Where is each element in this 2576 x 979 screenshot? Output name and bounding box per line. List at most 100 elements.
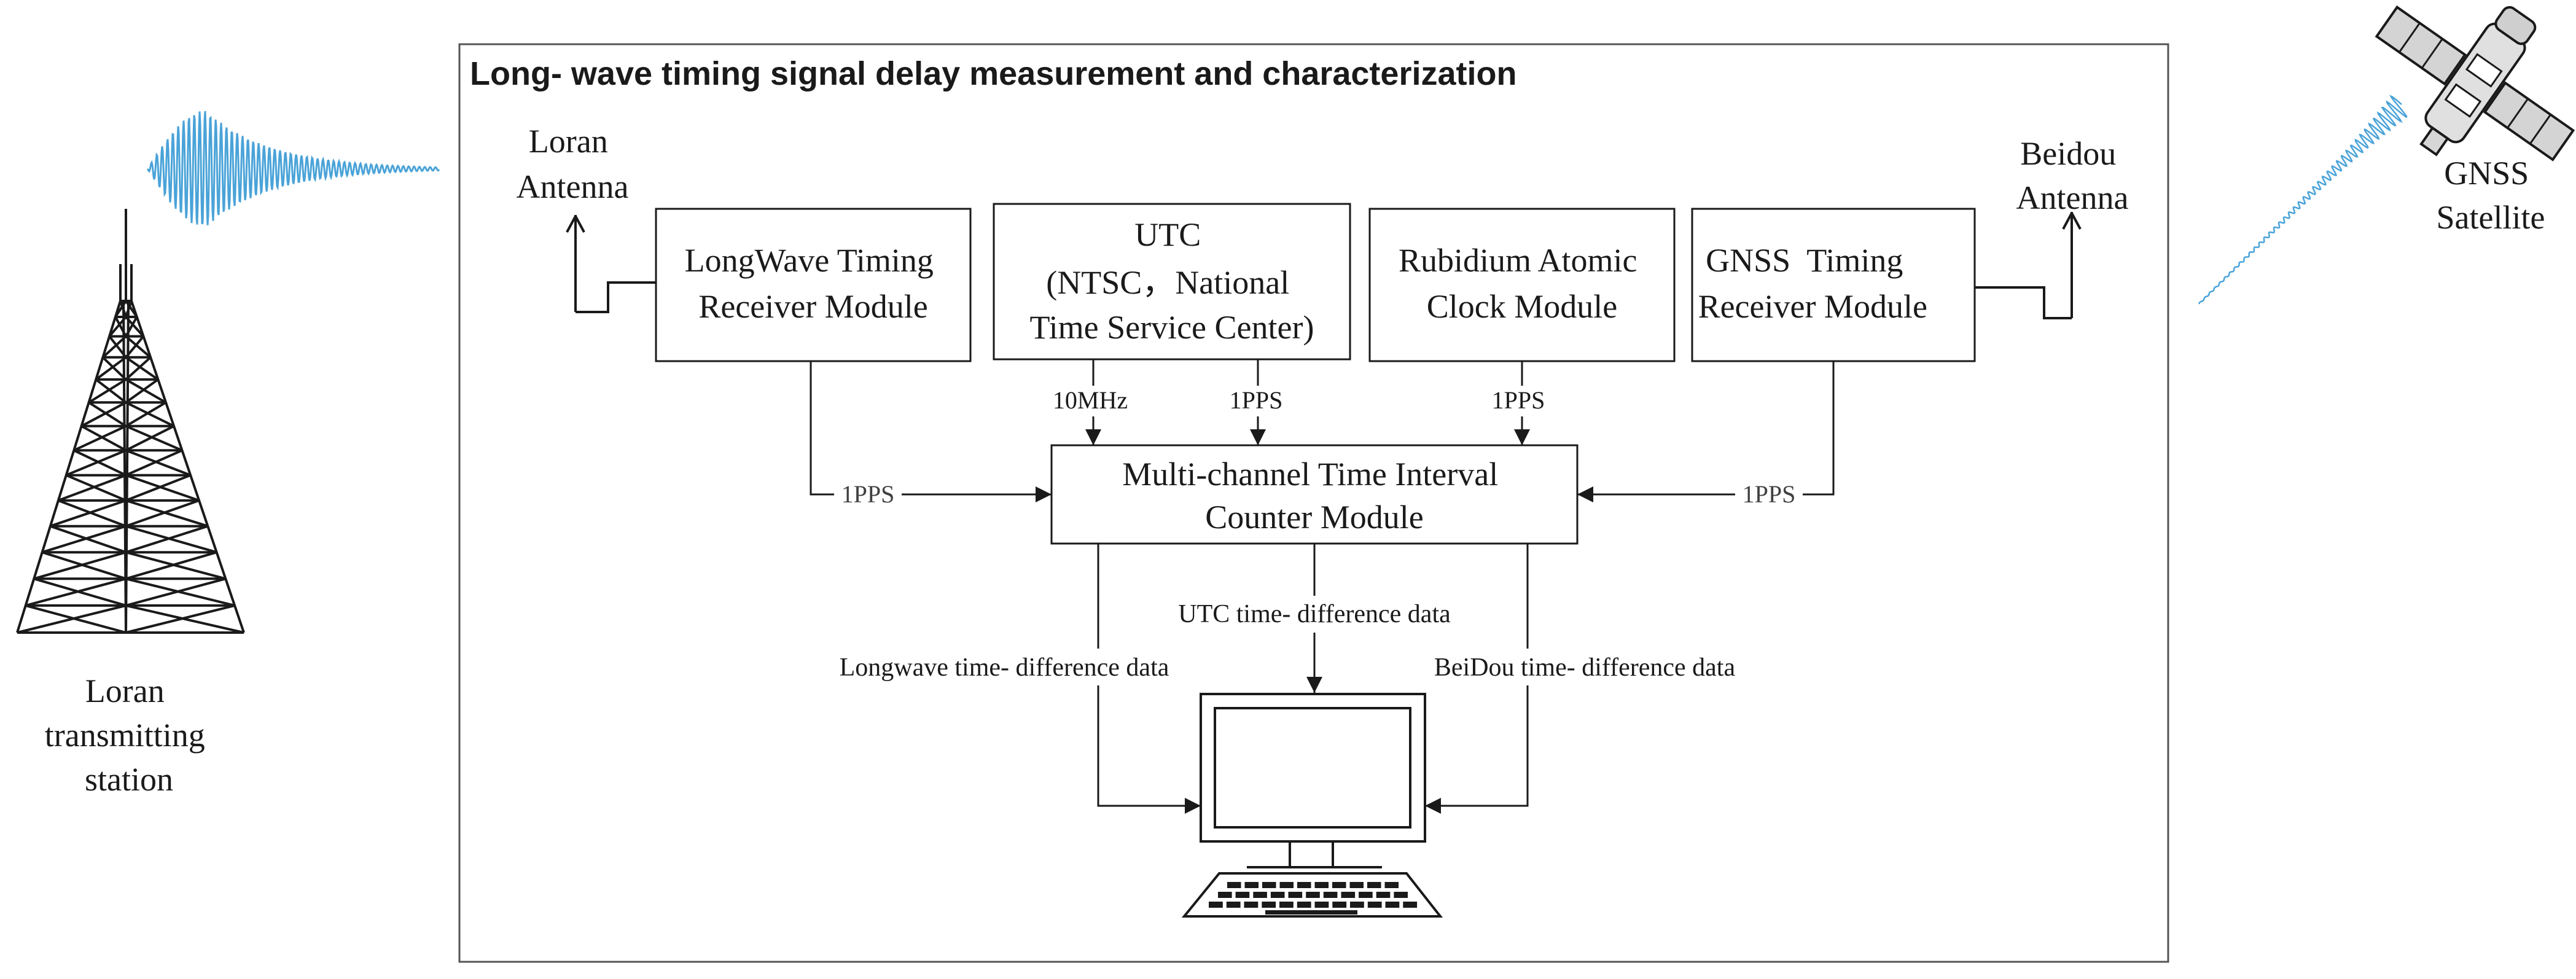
tower-strut <box>58 499 127 528</box>
keyboard-key <box>1218 892 1232 898</box>
beidou-antenna-label: Beidou Antenna <box>2016 135 2129 216</box>
tower-strut <box>95 378 127 404</box>
svg-text:Longwave time- difference data: Longwave time- difference data <box>840 653 1169 682</box>
loran-antenna-label: Loran Antenna <box>517 123 629 205</box>
tower-strut <box>102 356 127 381</box>
keyboard-key <box>1349 882 1364 888</box>
signal-label-utc-1pps: 1PPS <box>1221 386 1295 416</box>
keyboard-key <box>1244 902 1259 908</box>
tower-strut <box>42 525 127 554</box>
signal-label-longwave-1pps: 1PPS <box>834 479 902 510</box>
keyboard-key <box>1332 882 1346 888</box>
keyboard-spacebar <box>1265 910 1357 915</box>
tower-strut <box>125 449 191 477</box>
tower-strut <box>125 474 200 502</box>
tower-strut <box>80 401 127 427</box>
keyboard-key <box>1226 902 1241 908</box>
keyboard-key <box>1350 902 1364 908</box>
keyboard-key <box>1403 902 1418 908</box>
tower-strut <box>125 316 138 337</box>
tower-strut <box>125 316 144 337</box>
longwave-receiver-module: LongWave Timing Receiver Module <box>655 208 972 362</box>
keyboard-key <box>1262 882 1276 888</box>
tower-strut <box>125 356 152 381</box>
keyboard-key <box>1235 892 1250 898</box>
svg-text:BeiDou time- difference data: BeiDou time- difference data <box>1434 653 1736 682</box>
keyboard-key <box>1341 892 1356 898</box>
tower-strut <box>16 300 122 633</box>
keyboard-key <box>1297 902 1311 908</box>
tower-strut <box>50 499 127 528</box>
tower-strut <box>88 378 127 404</box>
svg-text:Rubidium Atomic Clock Mo: Rubidium Atomic Clock Module <box>1399 242 1645 325</box>
gnss-1pps-connector <box>1577 361 1835 502</box>
keyboard-keys <box>1209 882 1418 915</box>
svg-text:1PPS: 1PPS <box>1230 386 1283 414</box>
keyboard-key <box>1253 892 1267 898</box>
svg-text:GNSS Timing Receiver Mo: GNSS Timing Receiver Module <box>0 0 1969 325</box>
tower-strut <box>65 449 127 477</box>
gnss-receiver-module: GNSS Timing Receiver Module <box>0 0 1976 362</box>
svg-text:Multi-channel Time Interval: Multi-channel Time Interval Counter Modu… <box>1122 456 1506 536</box>
svg-text:UTC time- difference data: UTC time- difference data <box>1178 600 1451 628</box>
keyboard-key <box>1384 882 1399 888</box>
keyboard-key <box>1367 882 1381 888</box>
longwave-1pps-connector <box>810 361 1052 502</box>
tower-strut <box>125 335 152 359</box>
svg-text:1PPS: 1PPS <box>841 480 895 508</box>
keyboard-key <box>1323 892 1338 898</box>
tower-strut <box>88 401 127 427</box>
tower-strut <box>125 425 175 452</box>
tower-strut <box>17 604 127 634</box>
keyboard-key <box>1332 902 1347 908</box>
tower-strut <box>125 424 183 452</box>
tower-strut <box>65 474 127 502</box>
longwave-data-connector <box>1097 544 1201 814</box>
signal-label-utc-10mhz: 10MHz <box>1044 386 1136 416</box>
loran-antenna-icon <box>566 215 656 313</box>
tower-strut <box>125 525 217 554</box>
loran-station-label: Loran transmitting station <box>45 673 213 798</box>
tower-strut <box>58 474 127 502</box>
tower-strut <box>125 551 226 580</box>
keyboard-key <box>1297 882 1311 888</box>
keyboard-key <box>1314 882 1329 888</box>
time-interval-counter-module: Multi-channel Time Interval Counter Modu… <box>1050 444 1579 545</box>
signal-label-rubidium-1pps: 1PPS <box>1485 386 1559 416</box>
tower-strut <box>125 300 138 318</box>
tower-strut <box>102 335 127 359</box>
signal-label-gnss-1pps: 1PPS <box>1735 479 1803 510</box>
data-label-beidou: BeiDou time- difference data <box>1419 649 1751 685</box>
tower-strut <box>114 300 127 318</box>
tower-strut <box>80 425 127 452</box>
computer-icon <box>1181 693 1443 918</box>
keyboard-key <box>1227 882 1241 888</box>
svg-text:LongWave Timing Receiver: LongWave Timing Receiver Module <box>685 242 942 325</box>
tower-strut <box>108 335 127 359</box>
keyboard-key <box>1385 902 1400 908</box>
tower-strut <box>25 577 127 607</box>
keyboard-key <box>1279 882 1294 888</box>
keyboard-key <box>1376 892 1391 898</box>
tower-strut <box>125 499 208 528</box>
panel-title: Long- wave timing signal delay measureme… <box>470 55 1516 92</box>
tower-strut <box>125 401 174 427</box>
gnss-satellite-label: GNSS Satellite <box>2437 155 2545 236</box>
svg-text:UTC (NTSC，National: UTC (NTSC，National Time Service Center) <box>1030 216 1314 346</box>
tower-strut <box>125 300 130 633</box>
tower-strut <box>125 300 133 318</box>
loran-signal-wave-icon <box>146 111 440 225</box>
tower-strut <box>125 356 159 381</box>
svg-text:10MHz: 10MHz <box>1053 386 1128 414</box>
tower-strut <box>119 300 127 318</box>
keyboard-key <box>1262 902 1276 908</box>
tower-strut <box>125 474 191 502</box>
beidou-antenna-icon <box>1975 212 2082 319</box>
utc-ntsc-module: UTC (NTSC，National Time Service Center) <box>993 203 1351 361</box>
measurement-panel <box>458 43 2169 963</box>
data-label-utc: UTC time- difference data <box>1158 596 1471 633</box>
gnss-satellite-icon <box>2375 5 2575 162</box>
tower-strut <box>73 449 127 477</box>
